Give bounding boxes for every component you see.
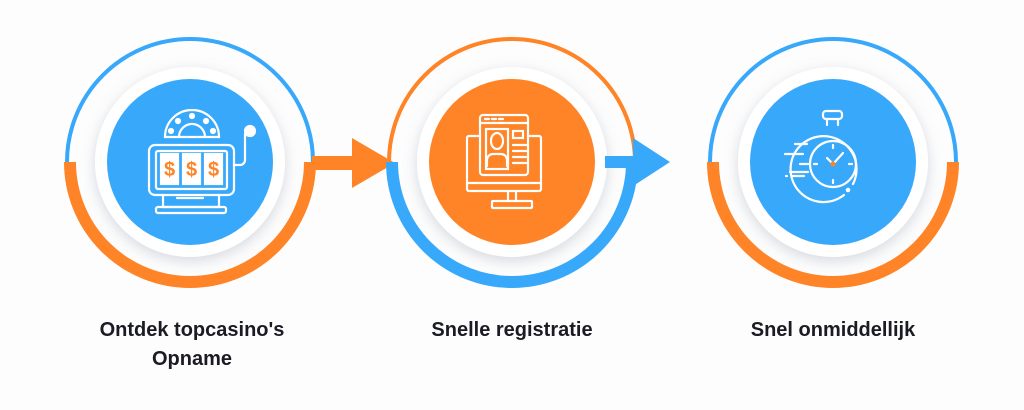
arrow-right-icon (605, 138, 670, 186)
ring-top-arc (387, 37, 637, 163)
step-3-label: Snel onmiddellijk (750, 319, 916, 341)
slot-machine-icon (147, 108, 257, 215)
step-2-label: Snelle registratie (431, 319, 593, 341)
step-3 (707, 37, 959, 288)
step-1: $ $ $ (64, 37, 316, 288)
dollar-symbol: $ (208, 159, 219, 181)
registration-monitor-icon (465, 113, 543, 210)
step-1-label: Ontdek topcasino's Opname (42, 316, 342, 374)
ring-bottom-arc (707, 161, 959, 288)
step-1-label-line1: Ontdek topcasino's (99, 319, 285, 341)
ring-top-arc (65, 37, 315, 163)
arrow-right-icon (312, 138, 395, 188)
step-2 (386, 37, 638, 288)
dollar-symbol: $ (186, 159, 197, 181)
stopwatch-icon (783, 109, 858, 204)
ring-bottom-arc (386, 161, 638, 288)
ring-bottom-arc (64, 161, 316, 288)
dollar-symbol: $ (164, 159, 175, 181)
ring-top-arc (708, 37, 958, 163)
step-1-label-line2: Opname (151, 348, 233, 370)
